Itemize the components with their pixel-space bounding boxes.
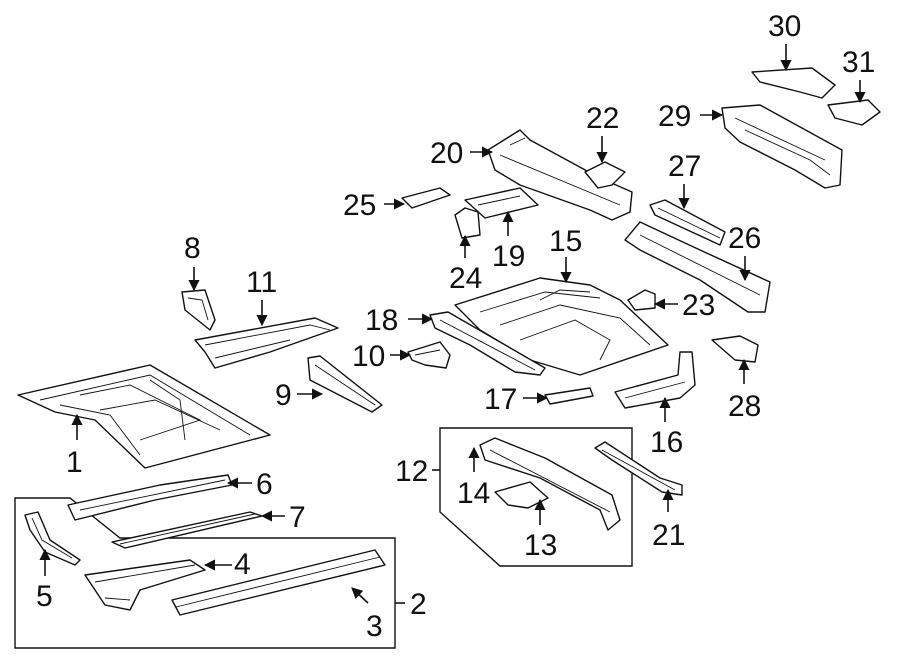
callout-1: 1 <box>66 446 83 479</box>
bracket-23 <box>627 289 656 311</box>
rear-side-member-26 <box>624 221 771 313</box>
callout-17: 17 <box>484 383 517 416</box>
rocker-inner-4 <box>84 559 206 611</box>
crossmember-11 <box>194 317 339 369</box>
callout-18: 18 <box>365 304 398 337</box>
bracket-10 <box>407 341 451 369</box>
bracket-28 <box>711 335 759 363</box>
leader-lines <box>39 44 866 604</box>
group-box-2 <box>14 497 405 649</box>
bracket-24 <box>454 207 481 239</box>
plate-25 <box>401 187 451 209</box>
rocker-outer-3 <box>171 549 386 616</box>
crossmember-14 <box>479 437 621 531</box>
callout-29: 29 <box>658 100 691 133</box>
callout-24: 24 <box>449 262 482 295</box>
callout-9: 9 <box>275 379 292 412</box>
callout-13: 13 <box>524 529 557 562</box>
reinforcement-17 <box>544 387 594 405</box>
callout-15: 15 <box>549 225 582 258</box>
callout-16: 16 <box>650 426 683 459</box>
bracket-22 <box>584 161 626 189</box>
callout-20: 20 <box>430 137 463 170</box>
callout-11: 11 <box>246 266 277 299</box>
callout-6: 6 <box>256 468 273 501</box>
callout-25: 25 <box>343 189 376 222</box>
callout-14: 14 <box>457 477 490 510</box>
reinforcement-27 <box>649 199 726 246</box>
rocker-reinforcement-6 <box>67 474 233 521</box>
callout-7: 7 <box>289 501 306 534</box>
callout-5: 5 <box>36 580 53 613</box>
rocker-panel-7 <box>111 511 263 549</box>
callout-19: 19 <box>492 240 525 273</box>
callout-2: 2 <box>410 588 427 621</box>
leader-3 <box>351 587 369 604</box>
callout-3: 3 <box>366 610 383 643</box>
rear-floor-pan <box>454 277 669 376</box>
callout-26: 26 <box>728 222 761 255</box>
reinforcement-30 <box>751 67 836 99</box>
callout-23: 23 <box>682 289 715 322</box>
front-floor-pan <box>17 364 271 469</box>
callout-12: 12 <box>395 455 428 488</box>
callout-27: 27 <box>668 150 701 183</box>
crossmember-18 <box>429 311 546 376</box>
callout-labels: 1 2 3 4 5 6 7 8 9 10 11 12 13 14 15 16 1… <box>36 10 875 643</box>
callout-30: 30 <box>768 10 801 43</box>
callout-28: 28 <box>728 390 761 423</box>
rail-21 <box>594 441 683 496</box>
group-box-12 <box>432 427 633 567</box>
callout-8: 8 <box>184 232 201 265</box>
bracket-31 <box>827 99 881 126</box>
callout-4: 4 <box>234 548 251 581</box>
side-member-16 <box>614 351 696 409</box>
callout-22: 22 <box>586 102 619 135</box>
spare-tire-pan-29 <box>721 104 843 189</box>
callout-31: 31 <box>842 46 875 79</box>
callout-10: 10 <box>352 340 385 373</box>
sill-extension-9 <box>307 355 383 413</box>
callout-21: 21 <box>652 519 685 552</box>
bracket-8 <box>181 289 216 331</box>
bracket-5 <box>24 511 81 566</box>
rear-crossmember-20 <box>487 129 633 221</box>
